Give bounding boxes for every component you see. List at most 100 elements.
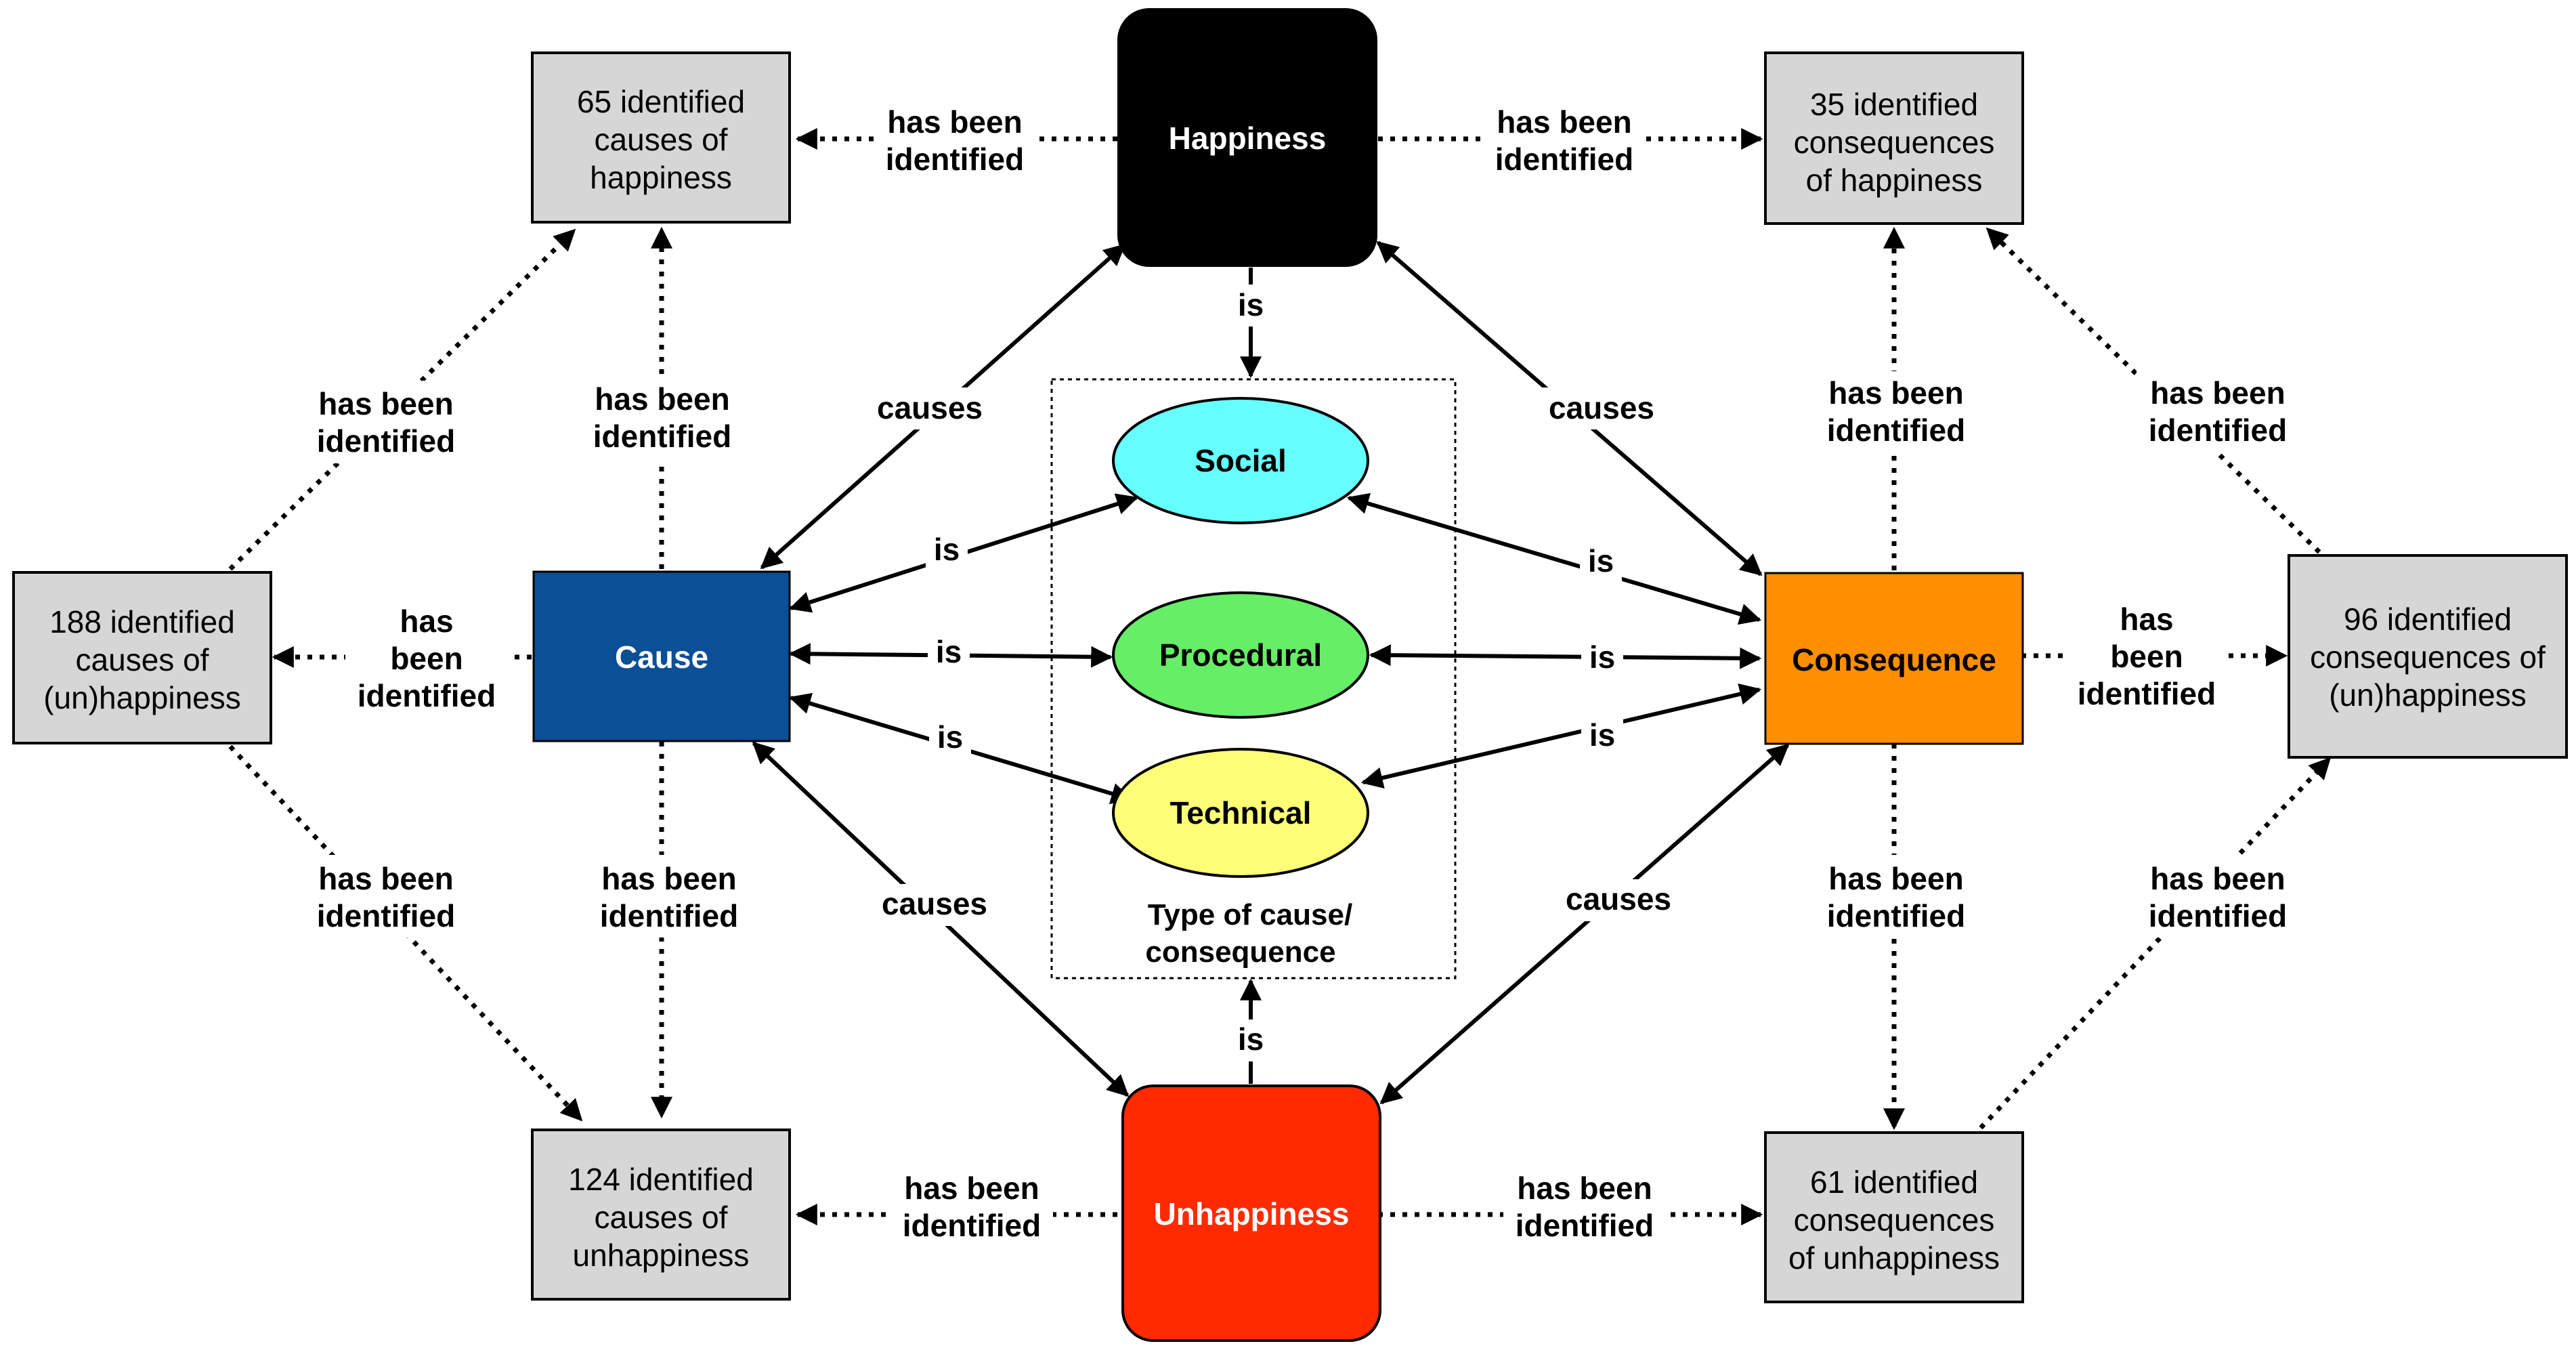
label-identified: identified bbox=[886, 142, 1024, 177]
procedural-label: Procedural bbox=[1159, 637, 1322, 673]
consequences-unhappiness-all-node: 96 identified consequences of (un)happin… bbox=[2288, 554, 2568, 759]
label-has-been: has been bbox=[595, 381, 729, 417]
label-causes: causes bbox=[882, 886, 987, 921]
label-has-been: has been bbox=[318, 386, 453, 421]
causes-happiness-box bbox=[531, 51, 791, 224]
label-has-been: has been bbox=[1497, 104, 1631, 140]
unhappiness-node: Unhappiness bbox=[1121, 1084, 1381, 1342]
causes-unhappiness-all-line1: 188 identified bbox=[49, 604, 235, 639]
label-is: is bbox=[1238, 287, 1264, 322]
label-causes: causes bbox=[1566, 881, 1671, 917]
label-identified: identified bbox=[600, 898, 738, 933]
causes-happiness-line3: happiness bbox=[590, 160, 732, 195]
consequences-unhappiness-node: 61 identified consequences of unhappines… bbox=[1764, 1131, 2024, 1303]
happiness-box bbox=[1117, 8, 1377, 267]
edge-labels: has been identified has been identified … bbox=[305, 98, 2299, 1255]
consequences-unhappiness-line2: consequences bbox=[1794, 1202, 1995, 1238]
procedural-ellipse bbox=[1112, 591, 1369, 719]
consequence-node: Consequence bbox=[1764, 572, 2024, 745]
label-identified: identified bbox=[317, 423, 455, 459]
causes-happiness-node: 65 identified causes of happiness bbox=[531, 51, 791, 224]
causes-unhappiness-node: 124 identified causes of unhappiness bbox=[531, 1129, 791, 1301]
technical-label: Technical bbox=[1170, 795, 1312, 830]
causes-unhappiness-all-line2: causes of bbox=[76, 642, 209, 677]
consequences-unhappiness-all-line1: 96 identified bbox=[2344, 602, 2512, 637]
edge-consequence-is-procedural bbox=[1369, 644, 1762, 669]
social-ellipse bbox=[1112, 397, 1369, 524]
consequences-unhappiness-line1: 61 identified bbox=[1810, 1164, 1978, 1200]
causes-unhappiness-box bbox=[531, 1129, 791, 1301]
label-is: is bbox=[934, 532, 960, 567]
label-identified: identified bbox=[1827, 898, 1965, 933]
unhappiness-box bbox=[1121, 1084, 1381, 1342]
label-identified: identified bbox=[317, 898, 455, 933]
label-causes: causes bbox=[1549, 390, 1654, 425]
causes-unhappiness-all-line3: (un)happiness bbox=[43, 680, 241, 715]
label-identified: identified bbox=[2078, 676, 2216, 711]
social-label: Social bbox=[1195, 443, 1287, 478]
consequences-happiness-line2: consequences bbox=[1794, 125, 1995, 160]
consequences-unhappiness-all-box bbox=[2288, 554, 2568, 759]
edge-consequence-is-technical bbox=[1360, 683, 1762, 789]
consequences-happiness-node: 35 identified consequences of happiness bbox=[1764, 51, 2024, 225]
consequences-unhappiness-line3: of unhappiness bbox=[1788, 1240, 2000, 1276]
label-has-been: has been bbox=[2150, 375, 2285, 410]
label-has-been: has been bbox=[904, 1171, 1039, 1206]
happiness-node: Happiness bbox=[1117, 8, 1377, 267]
label-has-been: has been bbox=[1517, 1171, 1652, 1206]
technical-ellipse bbox=[1112, 748, 1369, 878]
label-has-been: has been bbox=[601, 861, 736, 896]
cause-node: Cause bbox=[532, 570, 791, 742]
consequences-happiness-line3: of happiness bbox=[1806, 163, 1983, 198]
causes-unhappiness-all-box bbox=[12, 571, 272, 744]
label-is: is bbox=[1238, 1021, 1264, 1057]
cause-label: Cause bbox=[615, 639, 708, 675]
edge-unhappiness-causes-consequence bbox=[1379, 743, 1790, 1105]
label-has-been: has been bbox=[1828, 861, 1963, 896]
label-identified: identified bbox=[1495, 142, 1633, 177]
technical-node: Technical bbox=[1112, 748, 1369, 878]
label-has-been: has been bbox=[887, 104, 1022, 140]
consequences-unhappiness-all-line3: (un)happiness bbox=[2329, 677, 2527, 713]
type-group-label-line2: consequence bbox=[1145, 935, 1335, 969]
label-is: is bbox=[937, 719, 963, 755]
edge-consequence-is-social bbox=[1346, 492, 1762, 625]
unhappiness-label: Unhappiness bbox=[1154, 1196, 1350, 1231]
label-been: been bbox=[2110, 639, 2183, 674]
label-is: is bbox=[936, 634, 962, 669]
edge-consequences-all-to-consequences-happiness bbox=[1985, 227, 2321, 554]
label-is: is bbox=[1589, 717, 1615, 753]
edge-consequences-unhappiness-to-consequences-all bbox=[1979, 757, 2332, 1130]
label-identified: identified bbox=[358, 678, 496, 713]
consequence-box bbox=[1764, 572, 2024, 745]
label-been: been bbox=[390, 641, 463, 676]
label-is: is bbox=[1588, 543, 1614, 578]
causes-happiness-line2: causes of bbox=[595, 122, 728, 157]
causes-happiness-line1: 65 identified bbox=[577, 84, 745, 119]
cause-box bbox=[532, 570, 791, 742]
label-has: has bbox=[400, 604, 453, 639]
label-identified: identified bbox=[2149, 413, 2287, 448]
consequences-unhappiness-all-line2: consequences of bbox=[2310, 639, 2546, 675]
happiness-label: Happiness bbox=[1169, 121, 1327, 156]
label-identified: identified bbox=[1827, 413, 1965, 448]
consequences-happiness-box bbox=[1764, 51, 2024, 225]
label-identified: identified bbox=[2149, 898, 2287, 933]
label-identified: identified bbox=[903, 1208, 1041, 1243]
causes-unhappiness-line3: unhappiness bbox=[573, 1238, 750, 1273]
type-group-container bbox=[1050, 378, 1457, 980]
label-has-been: has been bbox=[1828, 375, 1963, 410]
causes-unhappiness-line2: causes of bbox=[595, 1200, 728, 1235]
label-causes: causes bbox=[877, 390, 983, 425]
label-identified: identified bbox=[593, 419, 731, 454]
label-has: has bbox=[2120, 602, 2173, 637]
label-has-been: has been bbox=[2150, 861, 2285, 896]
social-node: Social bbox=[1112, 397, 1369, 524]
consequences-happiness-line1: 35 identified bbox=[1810, 87, 1978, 122]
procedural-node: Procedural bbox=[1112, 591, 1369, 719]
type-group-label-line1: Type of cause/ bbox=[1148, 898, 1352, 931]
consequences-unhappiness-box bbox=[1764, 1131, 2024, 1303]
label-is: is bbox=[1589, 639, 1615, 675]
causes-unhappiness-line1: 124 identified bbox=[568, 1162, 754, 1197]
